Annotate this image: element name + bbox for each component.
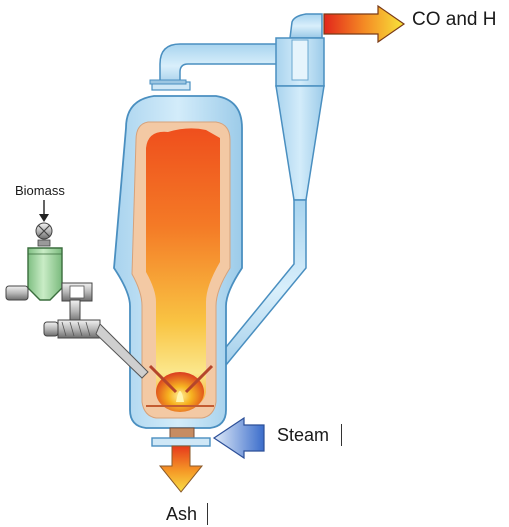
gas-outlet-arrow xyxy=(323,4,406,44)
product-gas-label: CO and H xyxy=(412,9,497,30)
biomass-label: Biomass xyxy=(15,183,65,198)
biomass-feed-hopper xyxy=(27,200,63,301)
ash-outlet-flange xyxy=(151,427,211,447)
gasifier-vessel xyxy=(113,79,243,429)
ash-label: Ash xyxy=(166,504,198,524)
steam-inlet-arrow xyxy=(212,416,265,460)
steam-label: Steam xyxy=(277,425,330,445)
screw-feeder xyxy=(5,282,149,379)
cyclone-separator xyxy=(275,13,325,201)
ash-outlet-arrow xyxy=(158,445,204,493)
